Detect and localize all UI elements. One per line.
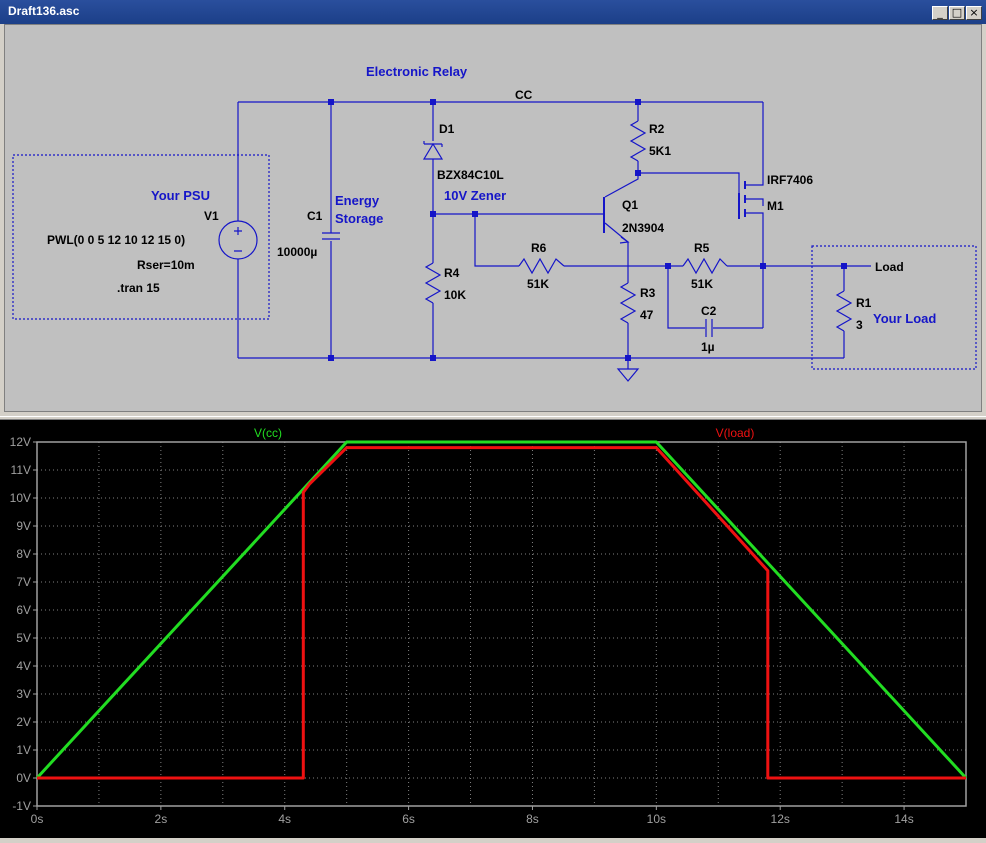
psu-label: Your PSU <box>151 188 210 203</box>
r2-resistor <box>629 120 647 162</box>
schematic-title: Electronic Relay <box>366 64 468 79</box>
x-tick-label: 10s <box>647 812 666 826</box>
r5-resistor <box>682 257 728 275</box>
q1-name: Q1 <box>622 198 638 212</box>
window-title: Draft136.asc <box>8 4 80 18</box>
pane-splitter[interactable] <box>0 416 986 420</box>
ground-symbol <box>616 368 640 382</box>
y-tick-label: 8V <box>16 547 31 561</box>
r4-resistor <box>424 262 442 304</box>
load-box <box>811 245 977 370</box>
y-tick-label: 3V <box>16 687 31 701</box>
x-tick-label: 12s <box>771 812 790 826</box>
r4-value: 10K <box>444 288 466 302</box>
m1-name: M1 <box>767 199 784 213</box>
wire-r6 <box>474 214 668 267</box>
r1-resistor <box>835 290 853 332</box>
y-tick-label: 0V <box>16 771 31 785</box>
net-label-load: Load <box>875 260 904 274</box>
y-tick-label: 7V <box>16 575 31 589</box>
y-tick-label: 6V <box>16 603 31 617</box>
x-tick-label: 0s <box>31 812 44 826</box>
junction-dots <box>328 99 847 361</box>
y-tick-label: -1V <box>12 799 31 813</box>
y-tick-label: 11V <box>11 463 31 477</box>
q1-value: 2N3904 <box>622 221 664 235</box>
psu-box <box>12 154 270 320</box>
r5-value: 51K <box>691 277 713 291</box>
y-tick-label: 12V <box>10 435 31 449</box>
r2-name: R2 <box>649 122 665 136</box>
y-tick-label: 1V <box>16 743 31 757</box>
minimize-button[interactable]: _ <box>932 6 948 20</box>
y-tick-label: 10V <box>10 491 31 505</box>
r3-name: R3 <box>640 286 656 300</box>
close-button[interactable]: × <box>966 6 982 20</box>
schematic-drawing: Electronic Relay CC Load Your PSU Your L… <box>12 64 977 382</box>
r4-name: R4 <box>444 266 460 280</box>
legend-vload: V(load) <box>716 426 755 440</box>
v1-name: V1 <box>204 209 219 223</box>
v1-polarity <box>234 227 242 252</box>
r3-value: 47 <box>640 308 654 322</box>
window-titlebar: Draft136.asc _ □ × <box>0 0 986 25</box>
y-tick-label: 2V <box>16 715 31 729</box>
r1-value: 3 <box>856 318 863 332</box>
r6-resistor <box>518 257 565 275</box>
plot-frame <box>36 441 967 807</box>
r3-resistor <box>619 282 637 324</box>
y-tick-label: 4V <box>16 659 31 673</box>
x-tick-label: 2s <box>155 812 168 826</box>
wire-c2 <box>667 266 763 329</box>
waveform-pane[interactable]: -1V 0V 1V 2V 3V 4V 5V 6V 7V 8V 9V 10V 11V 12V 0s 2s 4s 6s… <box>0 420 986 838</box>
c1-name: C1 <box>307 209 323 223</box>
c2-name: C2 <box>701 304 717 318</box>
r2-value: 5K1 <box>649 144 671 158</box>
r6-value: 51K <box>527 277 549 291</box>
y-tick-label: 9V <box>16 519 31 533</box>
series-line-vcc <box>35 440 968 780</box>
x-tick-label: 8s <box>526 812 539 826</box>
x-tick-label: 4s <box>278 812 291 826</box>
c2-plates <box>705 319 713 337</box>
net-label-cc: CC <box>515 88 533 102</box>
storage-label-2: Storage <box>335 211 383 226</box>
r6-name: R6 <box>531 241 547 255</box>
v1-value: PWL(0 0 5 12 10 12 15 0) <box>47 233 185 247</box>
maximize-button[interactable]: □ <box>949 6 965 20</box>
v1-source <box>218 220 258 260</box>
tran-directive: .tran 15 <box>117 281 160 295</box>
m1-value: IRF7406 <box>767 173 813 187</box>
x-tick-label: 14s <box>894 812 913 826</box>
d1-value: BZX84C10L <box>437 168 504 182</box>
schematic-pane: Electronic Relay CC Load Your PSU Your L… <box>0 24 986 416</box>
x-tick-label: 6s <box>402 812 415 826</box>
zener-label: 10V Zener <box>444 188 506 203</box>
m1-leads <box>745 179 764 219</box>
r5-name: R5 <box>694 241 710 255</box>
d1-name: D1 <box>439 122 455 136</box>
q1-arrow <box>619 236 630 244</box>
wire-q1-collector <box>604 172 740 198</box>
c1-value: 10000µ <box>277 245 317 259</box>
r1-name: R1 <box>856 296 872 310</box>
c2-value: 1µ <box>701 340 715 354</box>
c1-plates <box>322 232 340 240</box>
storage-label-1: Energy <box>335 193 380 208</box>
y-tick-label: 5V <box>16 631 31 645</box>
v1-rser: Rser=10m <box>137 258 195 272</box>
zener-symbol <box>422 141 444 160</box>
schematic-canvas[interactable]: Electronic Relay CC Load Your PSU Your L… <box>4 24 982 412</box>
series-line-vload <box>37 446 966 780</box>
legend-vcc: V(cc) <box>254 426 282 440</box>
load-label: Your Load <box>873 311 936 326</box>
waveform-plot: -1V 0V 1V 2V 3V 4V 5V 6V 7V 8V 9V 10V 11V 12V 0s 2s 4s 6s… <box>10 426 968 826</box>
